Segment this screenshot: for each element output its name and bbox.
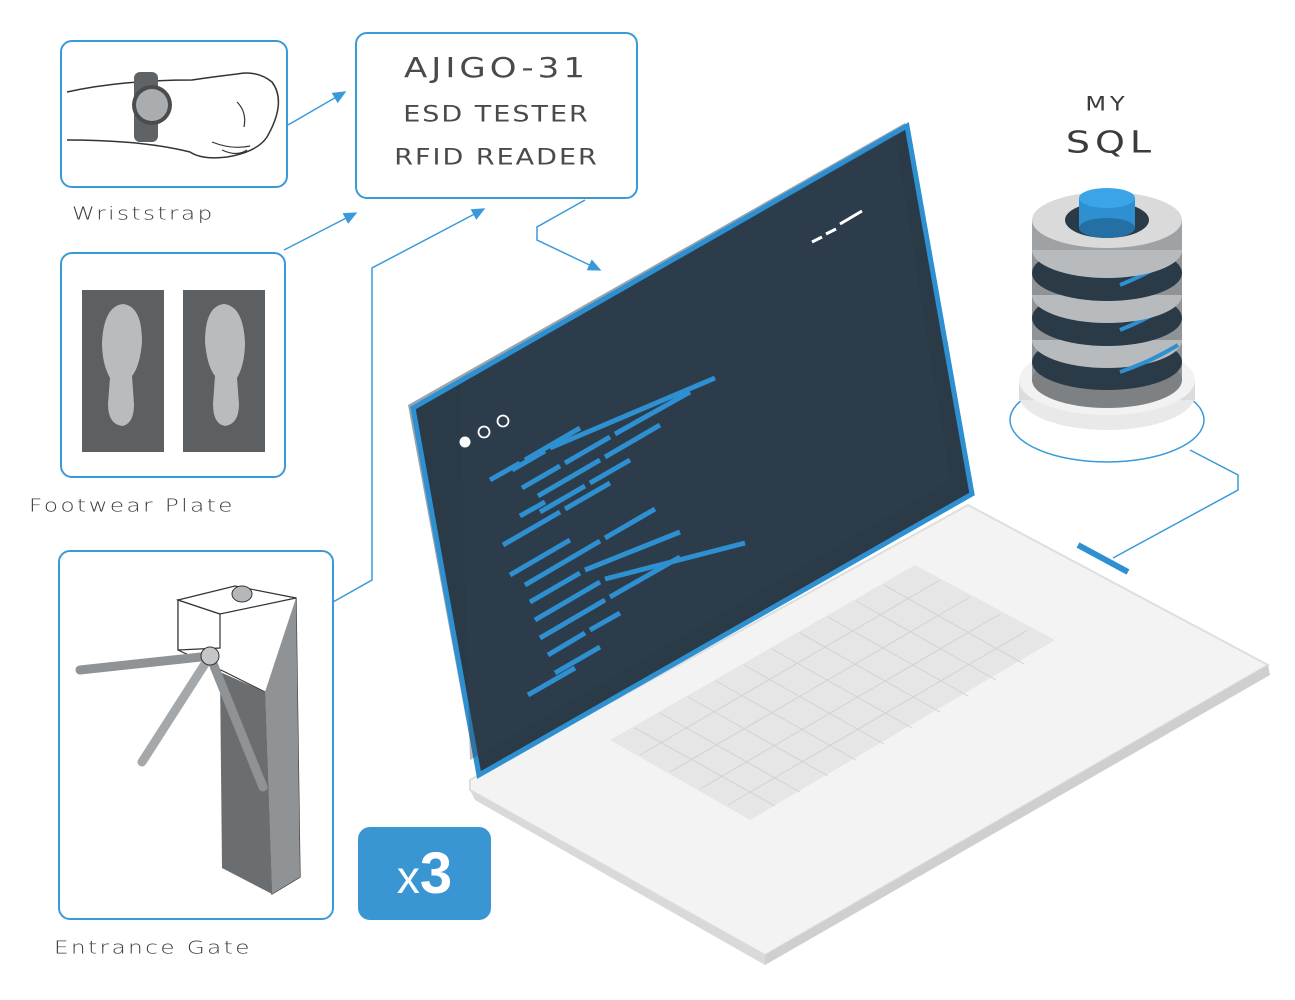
device-box: AJIGO-31 ESD TESTER RFID READER (355, 32, 638, 199)
entrance-gate-icon (60, 552, 336, 922)
database-label-line2: SQL (1052, 124, 1170, 159)
wriststrap-label: Wriststrap (72, 204, 215, 224)
gate-box (58, 550, 334, 920)
wriststrap-box (60, 40, 288, 188)
device-function-1: ESD TESTER (357, 102, 636, 127)
footwear-plate-icon (62, 254, 288, 480)
footwear-box (60, 252, 286, 478)
device-function-2: RFID READER (357, 145, 636, 170)
badge-count: 3 (420, 841, 452, 906)
database-label-line1: MY (1062, 93, 1152, 115)
badge-prefix: x (397, 851, 420, 903)
connector-laptop (537, 200, 600, 270)
footwear-label: Footwear Plate (29, 496, 235, 516)
wriststrap-icon (62, 42, 290, 190)
database-icon (1010, 188, 1204, 462)
connector-database (1113, 450, 1238, 558)
connector-footwear (284, 213, 356, 250)
gate-label: Entrance Gate (54, 938, 252, 958)
connector-wriststrap (288, 92, 345, 125)
quantity-badge: x3 (358, 827, 491, 920)
device-model: AJIGO-31 (357, 52, 636, 85)
